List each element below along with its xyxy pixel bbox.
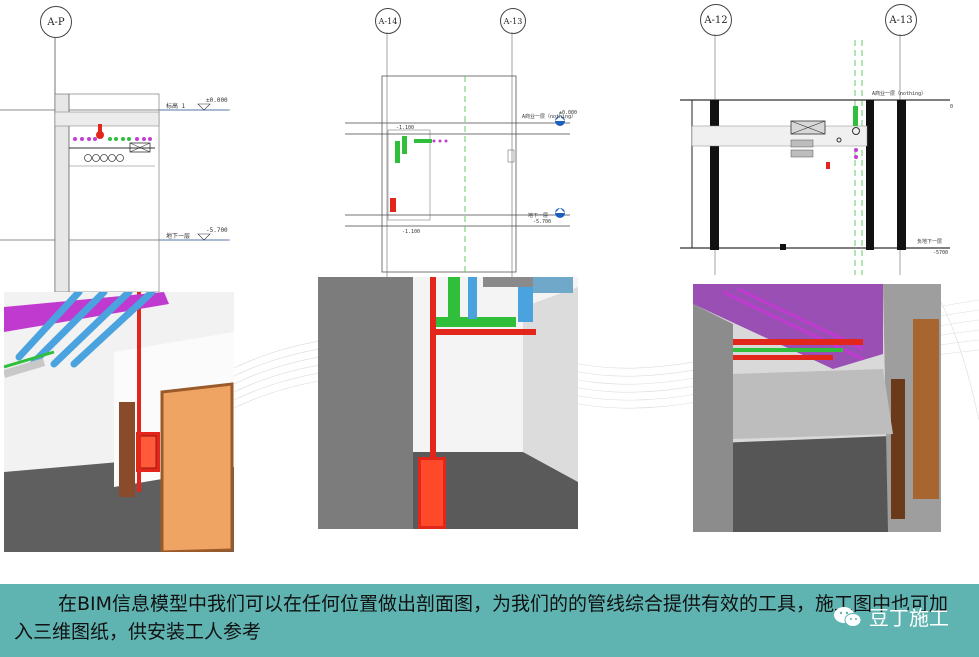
section-drawing-middle: A-14 A-13 A商业一层（nothing） ±0.000 地下一层 -5.… bbox=[330, 0, 590, 278]
level-value-middle-1: ±0.000 bbox=[559, 110, 578, 116]
watermark: 豆丁施工 bbox=[833, 602, 949, 631]
level-label-right-2: 负地下一层 bbox=[917, 239, 943, 245]
wechat-icon bbox=[834, 606, 862, 627]
dim-label-middle-2: -1.100 bbox=[402, 229, 421, 235]
level-label-middle-2: 地下一层 bbox=[528, 213, 549, 219]
render-middle-scene bbox=[318, 277, 578, 529]
bim-3d-view-right bbox=[693, 284, 941, 532]
bim-3d-view-middle bbox=[318, 277, 578, 529]
section-lines-right bbox=[680, 34, 950, 275]
bim-3d-view-left bbox=[4, 292, 234, 552]
level-value-right-2: -5700 bbox=[933, 250, 949, 256]
section-lines-left bbox=[0, 37, 230, 292]
section-lines-middle bbox=[345, 32, 570, 278]
grid-bubble-right-1: A-12 bbox=[700, 4, 732, 36]
grid-bubble-left: A-P bbox=[40, 6, 72, 38]
level-label-left-1: 标高 1 bbox=[166, 103, 186, 110]
section-drawing-left: A-P 标高 1 ±0.000 地下一层 -5.700 bbox=[0, 0, 240, 292]
dim-label-middle-1: -1.100 bbox=[396, 125, 415, 131]
grid-bubble-right-2: A-13 bbox=[885, 4, 917, 36]
level-value-left-2: -5.700 bbox=[206, 227, 228, 234]
caption-bar: 在BIM信息模型中我们可以在任何位置做出剖面图，为我们的的管线综合提供有效的工具… bbox=[0, 584, 979, 657]
level-label-right-1: A商业一层（nothing） bbox=[872, 91, 927, 97]
level-value-middle-2: -5.700 bbox=[533, 219, 552, 225]
section-drawing-right: A-12 A-13 A商业一层（nothing） 0 负地下一层 -5700 bbox=[680, 0, 979, 275]
level-label-left-2: 地下一层 bbox=[166, 233, 191, 240]
render-right-scene bbox=[693, 284, 941, 532]
level-label-middle-1: A商业一层（nothing） bbox=[522, 114, 577, 120]
render-left-scene bbox=[4, 292, 234, 552]
caption-text: 在BIM信息模型中我们可以在任何位置做出剖面图，为我们的的管线综合提供有效的工具… bbox=[14, 593, 949, 643]
level-value-left-1: ±0.000 bbox=[206, 97, 228, 104]
watermark-text: 豆丁施工 bbox=[869, 606, 949, 630]
grid-bubble-middle-1: A-14 bbox=[375, 8, 401, 34]
level-value-right-1: 0 bbox=[950, 104, 954, 110]
grid-bubble-middle-2: A-13 bbox=[500, 8, 526, 34]
